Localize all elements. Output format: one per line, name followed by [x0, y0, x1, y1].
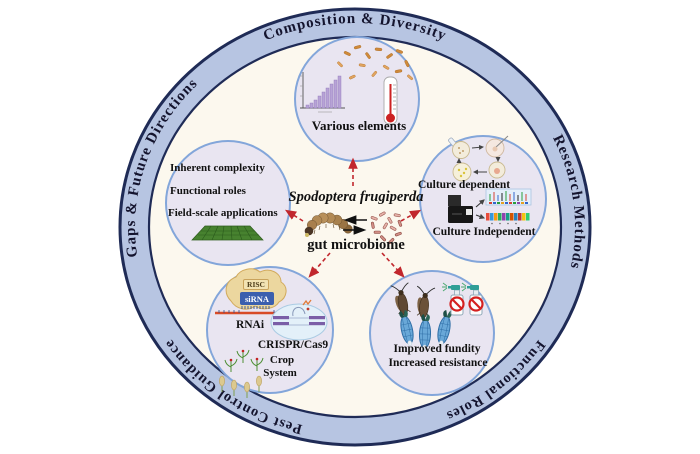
corn-icon — [399, 310, 452, 351]
center-species-label: Spodoptera frugiperda — [288, 189, 424, 205]
crop-plants-icon — [219, 349, 264, 398]
dashed-arrow-right — [400, 209, 422, 222]
gaps-line-1: Inherent complexity — [170, 162, 265, 174]
bacteria-scatter-icon — [337, 45, 414, 81]
gaps-circle — [165, 140, 291, 266]
culture-dependent-label: Culture dependent — [417, 179, 511, 191]
crispr-cas9-icon — [270, 299, 328, 341]
exchange-arrows — [343, 215, 367, 235]
thermometer-icon — [383, 76, 398, 125]
bar-chart-icon — [300, 72, 345, 113]
system-label: System — [263, 367, 297, 379]
improved-fundity-label: Improved fundity — [393, 343, 481, 355]
sequencer-output-arrows — [475, 199, 486, 220]
risc-chip: RISC — [243, 279, 269, 290]
gut-bacteria-icon — [370, 211, 403, 244]
sirna-chip: siRNA — [240, 292, 274, 305]
various-elements-label: Various elements — [311, 118, 407, 133]
increased-resistance-label: Increased resistance — [388, 357, 488, 369]
dashed-arrow-down-left — [308, 252, 331, 278]
crispr-label: CRISPR/Cas9 — [257, 339, 329, 351]
center-dashed-arrows — [284, 157, 422, 278]
petri-dish-cycle-icon — [448, 135, 509, 182]
methods-circle — [419, 135, 547, 263]
gaps-line-2: Functional roles — [170, 185, 246, 197]
composition-circle — [294, 36, 420, 162]
rnai-label: RNAi — [235, 319, 265, 331]
crop-label: Crop — [269, 354, 295, 366]
culture-independent-label: Culture Independent — [432, 226, 536, 238]
dashed-arrow-left — [284, 209, 304, 222]
center-subject-label: gut microbiome — [307, 237, 405, 253]
chromatogram-icon — [485, 188, 532, 206]
field-icon — [191, 225, 264, 241]
gaps-line-3: Field-scale applications — [168, 207, 278, 219]
no-pesticide-icon — [442, 282, 484, 316]
dna-sequence-bar-icon — [486, 213, 530, 225]
dashed-arrow-down-right — [381, 252, 405, 278]
sequencer-icon — [448, 195, 473, 223]
